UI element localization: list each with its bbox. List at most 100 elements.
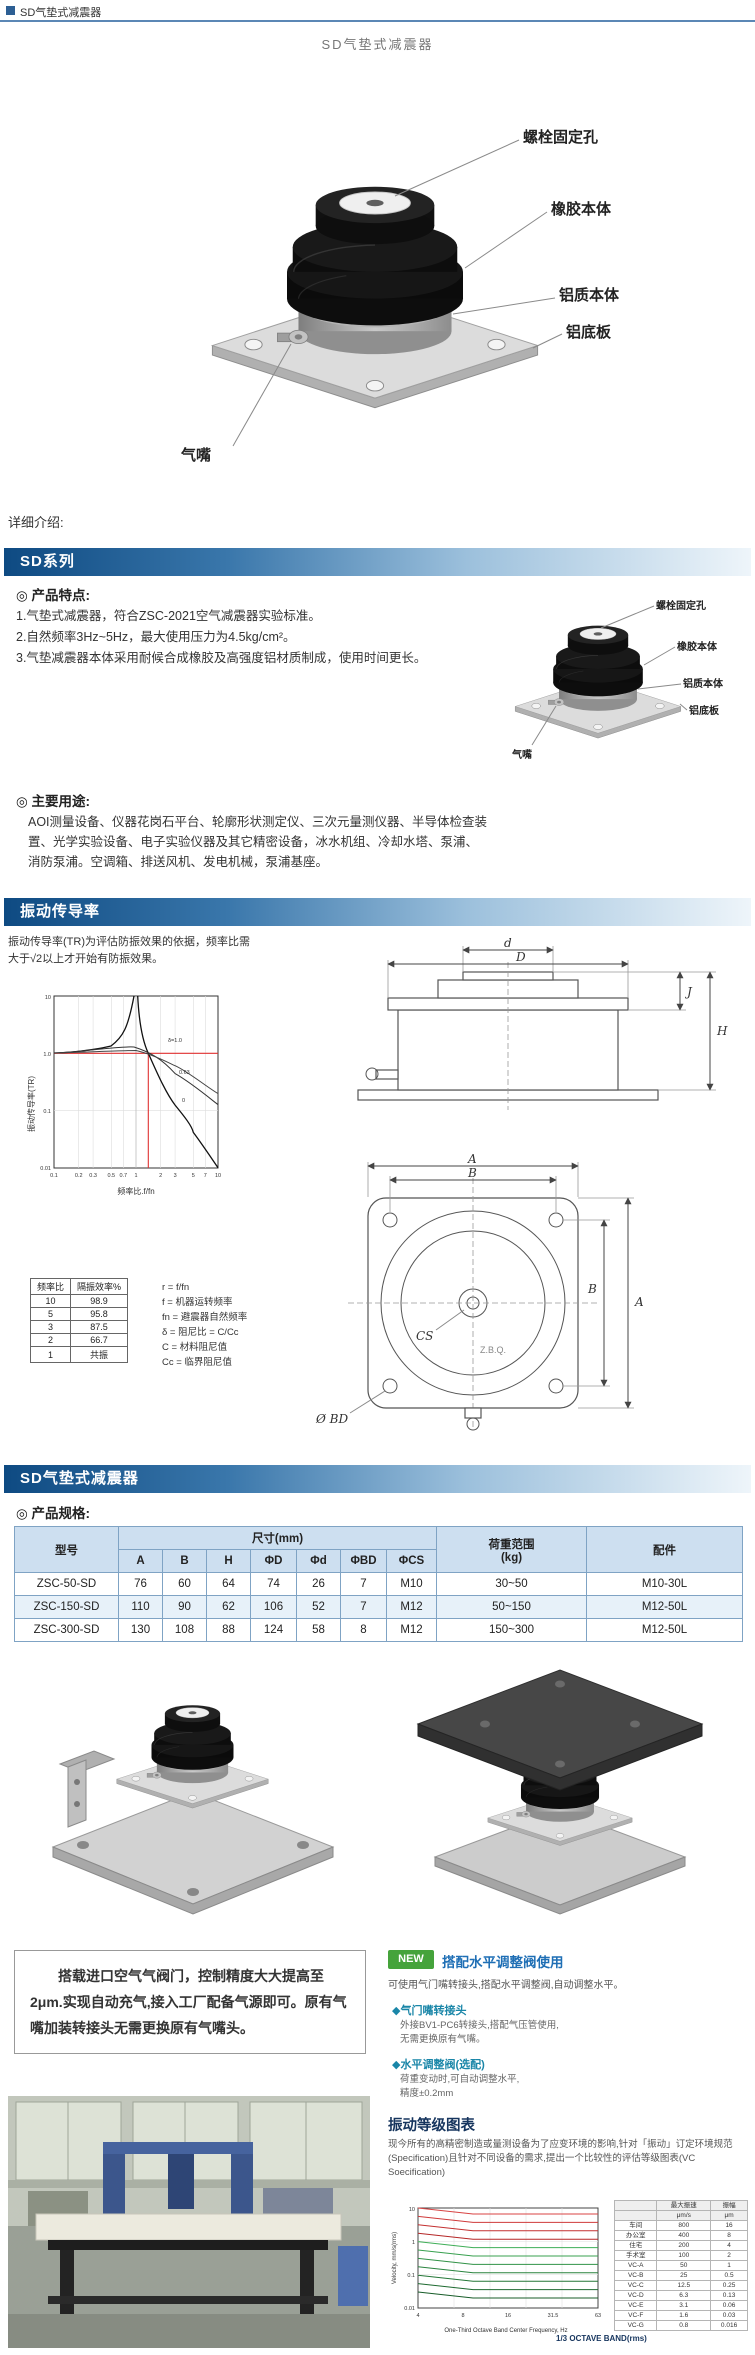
- uses-heading: ◎ 主要用途:: [16, 794, 91, 809]
- y-tick: 10: [45, 995, 51, 1001]
- dim-A-top: A: [467, 1152, 477, 1166]
- y-tick: 0.01: [404, 2306, 415, 2312]
- spec-row: ZSC-300-SD 130 108 88 124 58 8 M12 150~3…: [14, 1618, 744, 1642]
- leveling-item-line: 外接BV1-PC6转接头,搭配气压管使用,: [400, 2020, 559, 2031]
- x-tick: 7: [204, 1173, 207, 1179]
- leveling-item-title: ◆气门嘴转接头: [392, 2005, 467, 2017]
- x-tick: 8: [461, 2313, 464, 2319]
- dim-H: H: [716, 1024, 728, 1038]
- transmissibility-chart: δ=1.0 0.63 0 10 1.0 0.1 0.01 0.1 0.2 0.3…: [26, 995, 221, 1196]
- spec-row: ZSC-50-SD 76 60 64 74 26 7 M10 30~50 M10…: [14, 1572, 744, 1596]
- top-view-drawing: A B A B CS Ø BD Z.B.Q.: [315, 1152, 644, 1431]
- label-bolt-hole: 螺栓固定孔: [523, 128, 598, 146]
- label-aluminum-body: 铝质本体: [559, 286, 620, 304]
- y-tick: 1: [412, 2240, 415, 2246]
- legend-line: δ = 阻尼比 = C/Cc: [162, 1327, 239, 1338]
- product-render-sandwich: [416, 1669, 704, 1915]
- label-aluminum-body: 铝质本体: [683, 677, 724, 690]
- dim-A-right: A: [634, 1295, 644, 1309]
- drawing-watermark: Z.B.Q.: [480, 1345, 506, 1355]
- spec-row: ZSC-150-SD 110 90 62 106 52 7 M12 50~150…: [14, 1595, 744, 1619]
- x-tick: 31.5: [548, 2313, 559, 2319]
- label-air-nozzle: 气嘴: [511, 748, 532, 761]
- table-header-row: 最大振速 振幅: [613, 2200, 748, 2211]
- detail-intro-label: 详细介绍:: [8, 515, 64, 530]
- label-rubber-body: 橡胶本体: [677, 640, 718, 653]
- x-tick: 2: [159, 1173, 162, 1179]
- annotation-damping-0: 0: [182, 1098, 185, 1104]
- vc-curves-chart: 4 8 16 31.5 63 10 1 0.1 0.01 Velocity, m…: [392, 2207, 601, 2334]
- x-axis-label: One-Third Octave Band Center Frequency, …: [444, 2328, 567, 2334]
- dim-d: d: [504, 938, 512, 950]
- x-tick: 0.7: [119, 1173, 127, 1179]
- x-tick: 0.5: [107, 1173, 115, 1179]
- product-illustration-small: 螺栓固定孔 橡胶本体 铝质本体 铝底板 气嘴: [511, 599, 724, 761]
- side-view-drawing: d D J H: [357, 938, 728, 1110]
- dim-J: J: [684, 985, 693, 999]
- valve-note: 搭载进口空气气阀门，控制精度大大提高至2μm.实现自动充气,接入工厂配备气源即可…: [14, 1950, 366, 2054]
- x-tick: 3: [174, 1173, 177, 1179]
- leveling-title: 搭配水平调整阀使用: [442, 1955, 564, 1970]
- leveling-item-line: 无需更换原有气嘴。: [400, 2034, 486, 2045]
- y-tick: 1.0: [43, 1052, 51, 1058]
- uses-text: AOI测量设备、仪器花岗石平台、轮廓形状测定仪、三次元量测仪器、半导体检查装置、…: [28, 815, 488, 869]
- legend-line: C = 材料阻尼值: [162, 1342, 228, 1353]
- table-header-row: 频率比 隔振效率%: [29, 1278, 129, 1295]
- x-tick: 63: [595, 2313, 601, 2319]
- x-tick: 16: [505, 2313, 511, 2319]
- leveling-subtitle: 可使用气门嘴转接头,搭配水平调整阀,自动调整水平。: [388, 1980, 624, 1991]
- x-axis-label: 频率比.f/fn: [117, 1186, 154, 1196]
- label-bolt-hole: 螺栓固定孔: [656, 599, 706, 612]
- feature-item: 2.自然频率3Hz~5Hz，最大使用压力为4.5kg/cm²。: [16, 630, 296, 644]
- x-tick: 0.3: [89, 1173, 97, 1179]
- vc-chart-intro: 现今所有的高精密制造或量测设备为了应变环境的影响,针对「振动」订定环境规范(Sp…: [388, 2139, 733, 2178]
- y-axis-label: 振动传导率(TR): [26, 1076, 36, 1132]
- hero-product-illustration: 螺栓固定孔 橡胶本体 铝质本体 铝底板 气嘴: [180, 128, 620, 464]
- formula-legend: r = f/fn f = 机器运转频率 fn = 避震器自然频率 δ = 阻尼比…: [162, 1280, 247, 1370]
- x-tick: 10: [215, 1173, 221, 1179]
- dim-B-top: B: [467, 1166, 477, 1180]
- leveling-item-line: 精度±0.2mm: [400, 2088, 454, 2099]
- legend-line: r = f/fn: [162, 1282, 190, 1293]
- legend-line: fn = 避震器自然频率: [162, 1312, 248, 1323]
- x-tick: 5: [192, 1173, 195, 1179]
- table-units-row: μm/s μm: [613, 2210, 748, 2221]
- y-tick: 0.1: [43, 1109, 51, 1115]
- spec-table: 型号 尺寸(mm) 荷重范围(kg) 配件 A B H ΦD Φd ΦBD ΦC…: [14, 1526, 744, 1642]
- specs-banner: SD气垫式减震器: [4, 1465, 751, 1493]
- dim-B-right: B: [587, 1282, 597, 1296]
- legend-line: f = 机器运转频率: [162, 1297, 233, 1308]
- x-tick: 0.1: [50, 1173, 58, 1179]
- new-badge: NEW: [388, 1950, 434, 1969]
- feature-item: 3.气垫减震器本体采用耐候合成橡胶及高强度铝材质制成，使用时间更长。: [16, 651, 427, 665]
- leveling-item-title: ◆水平调整阀(选配): [392, 2059, 485, 2071]
- annotation-damping-063: 0.63: [179, 1070, 190, 1076]
- leveling-item-line: 荷重变动时,可自动调整水平,: [400, 2074, 520, 2085]
- site-title: SD气垫式减震器: [20, 7, 102, 19]
- spec-subheader-row: A B H ΦD Φd ΦBD ΦCS: [15, 1549, 743, 1573]
- spec-header-row: 型号 尺寸(mm) 荷重范围(kg) 配件: [14, 1526, 744, 1573]
- header-bullet-icon: [6, 6, 15, 15]
- vc-chart-caption: 1/3 OCTAVE BAND(rms): [556, 2334, 647, 2343]
- lab-photo: [8, 2096, 370, 2348]
- label-air-nozzle: 气嘴: [180, 446, 211, 464]
- legend-line: Cc = 临界阻尼值: [162, 1357, 232, 1368]
- page-title: SD气垫式减震器: [321, 37, 434, 52]
- y-tick: 0.01: [40, 1166, 51, 1172]
- site-header: SD气垫式减震器: [0, 0, 755, 22]
